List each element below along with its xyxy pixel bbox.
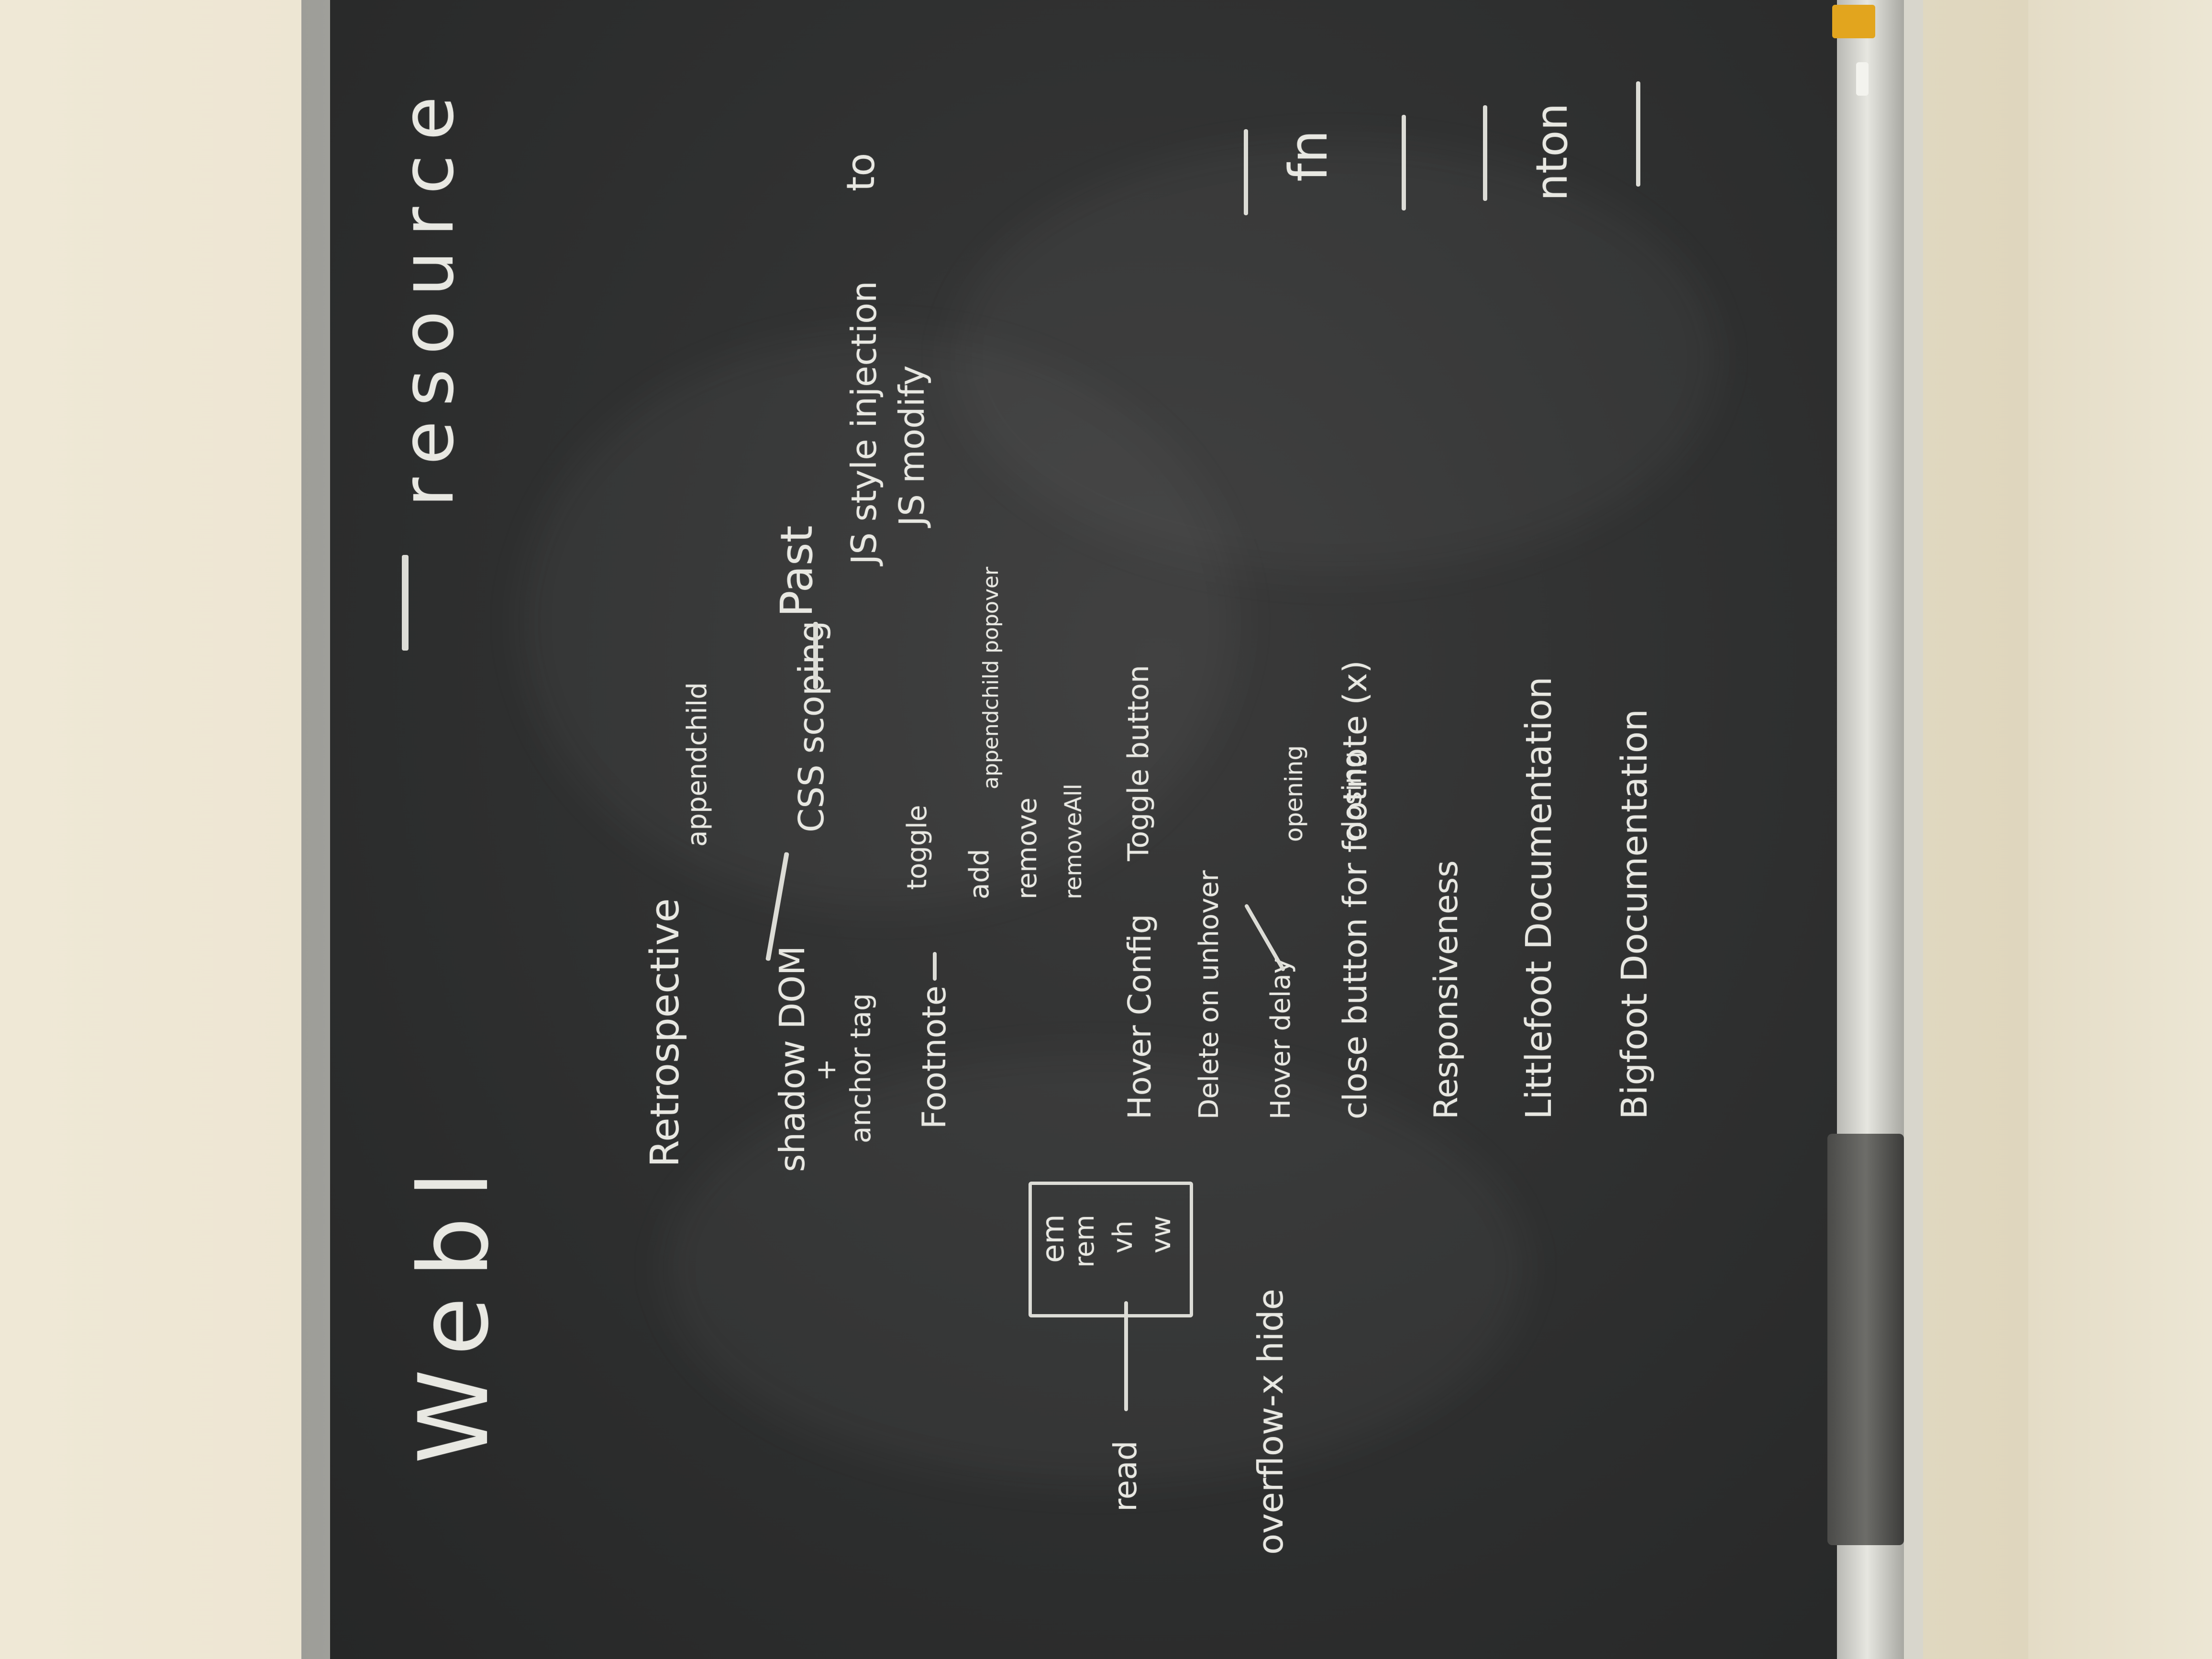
smudge <box>521 335 1239 909</box>
read-arrow <box>1124 1301 1128 1411</box>
bigfoot-documentation-text: Bigfoot Documentation <box>1614 709 1655 1119</box>
board-title-right: resource <box>387 82 470 507</box>
eraser <box>1827 1134 1904 1545</box>
retrospective-heading: Retrospective <box>642 898 688 1167</box>
unit-vh: vh <box>1107 1220 1139 1253</box>
dash-line <box>933 952 937 981</box>
unit-vw: vw <box>1146 1216 1177 1253</box>
delete-on-unhover-text: Delete on unhover <box>1194 870 1225 1119</box>
wall-right <box>2028 0 2212 1659</box>
smudge <box>665 1052 1526 1483</box>
title-dash <box>402 555 409 651</box>
board-title: Webl <box>398 1152 510 1464</box>
littlefoot-documentation-text: Littlefoot Documentation <box>1518 676 1559 1119</box>
to-text: to <box>839 153 883 191</box>
chalk-stick <box>1856 62 1869 96</box>
remove-text: remove <box>1012 797 1043 899</box>
side-line <box>1402 115 1406 210</box>
toggle-button-text: Toggle button <box>1122 665 1155 861</box>
close-button-text: close button for footnote (x) <box>1337 660 1374 1119</box>
toggle-text: toggle <box>902 805 933 890</box>
css-scoping-text: CSS scoping <box>791 620 831 832</box>
js-modify-text: JS modify <box>892 365 932 526</box>
appendchild-popover-text: appendchild popover <box>979 566 1003 789</box>
units-box <box>1029 1182 1193 1317</box>
chalk-box <box>1832 5 1875 38</box>
footnote-text: Footnote <box>916 985 953 1129</box>
unit-em: em <box>1036 1214 1071 1263</box>
smudge <box>952 144 1717 574</box>
hover-config-text: Hover Config <box>1121 914 1158 1119</box>
anchor-tag-text: anchor tag <box>844 993 877 1143</box>
read-text: read <box>1107 1440 1144 1512</box>
past-text: Past <box>771 525 822 617</box>
tray-edge <box>1904 0 1923 1659</box>
side-note-fn: fn <box>1278 130 1339 182</box>
appendchild-top-text: appendchild <box>682 682 713 847</box>
plus-sign: + <box>811 1059 842 1081</box>
side-line <box>1636 81 1640 187</box>
hover-delay-text: Hover delay <box>1265 958 1296 1119</box>
overflow-hide-text: overflow-x hide <box>1250 1289 1291 1555</box>
chalkboard <box>330 0 1837 1659</box>
responsiveness-text: Responsiveness <box>1427 860 1465 1119</box>
add-text: add <box>964 849 995 899</box>
shadow-dom-text: shadow DOM <box>772 945 812 1172</box>
js-style-injection-text: JS style injection <box>844 281 884 564</box>
remove-all-text: removeAll <box>1060 784 1087 899</box>
side-line <box>1244 129 1248 215</box>
unit-rem: rem <box>1069 1215 1100 1268</box>
side-line <box>1483 105 1487 201</box>
arrow-line <box>813 622 818 689</box>
side-note: nton <box>1527 103 1577 201</box>
opening-text: opening <box>1280 745 1308 842</box>
